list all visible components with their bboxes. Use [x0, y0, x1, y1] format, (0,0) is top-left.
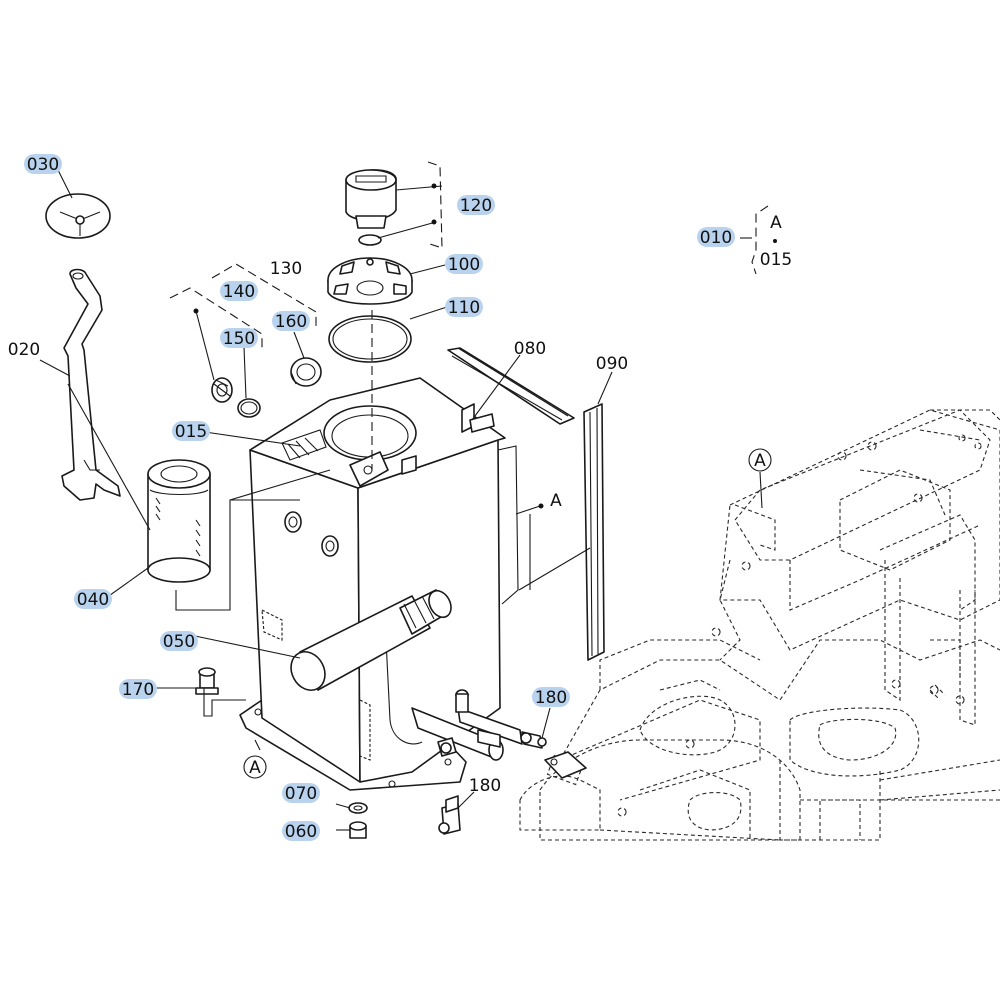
bracket-dots	[193, 183, 777, 509]
fitting-180-bottom	[438, 795, 461, 835]
label-080: 080	[514, 339, 546, 359]
label-180-bottom: 180	[469, 776, 501, 796]
gasket-110	[328, 315, 412, 363]
callout-040[interactable]: 040	[74, 589, 112, 610]
label-070: 070	[285, 784, 317, 804]
legend-010: A 015	[760, 213, 792, 270]
filter-040	[147, 459, 211, 583]
label-090: 090	[596, 354, 628, 374]
callout-100[interactable]: 100	[445, 254, 483, 275]
label-160: 160	[275, 312, 307, 332]
callout-090[interactable]: 090	[596, 354, 628, 374]
callout-180-bottom[interactable]: 180	[469, 776, 501, 796]
callout-015[interactable]: 015	[172, 421, 210, 442]
callout-150[interactable]: 150	[220, 328, 258, 349]
drain-plug-060	[349, 821, 367, 839]
callout-080[interactable]: 080	[514, 339, 546, 359]
filler-flange-100	[327, 257, 413, 305]
tractor-frame	[519, 409, 1000, 841]
ref-a-bottom: A	[249, 758, 261, 778]
callout-120[interactable]: 120	[457, 195, 495, 216]
cap-030	[45, 193, 111, 239]
drain-washer-070	[348, 802, 368, 814]
label-050: 050	[163, 632, 195, 652]
label-015: 015	[175, 422, 207, 442]
callout-110[interactable]: 110	[445, 297, 483, 318]
tank-bracket	[544, 751, 587, 779]
label-150: 150	[223, 329, 255, 349]
ref-a-frame-marker: A	[748, 448, 772, 472]
dipstick-020	[61, 268, 121, 501]
label-010: 010	[700, 228, 732, 248]
callout-180-right[interactable]: 180	[532, 687, 570, 708]
label-020: 020	[8, 340, 40, 360]
callout-170[interactable]: 170	[119, 679, 157, 700]
seal-160	[290, 357, 322, 387]
callout-140[interactable]: 140	[220, 281, 258, 302]
legend-ref-a: A	[770, 213, 782, 233]
label-030: 030	[27, 155, 59, 175]
callout-030[interactable]: 030	[24, 154, 62, 175]
rubber-strip-080	[447, 347, 575, 425]
leader-lines	[39, 169, 763, 831]
breather-cap-120	[345, 169, 397, 229]
callout-050[interactable]: 050	[160, 631, 198, 652]
rubber-strip-090	[583, 403, 605, 661]
callout-160[interactable]: 160	[272, 311, 310, 332]
bolt-170	[195, 667, 219, 695]
callout-060[interactable]: 060	[282, 821, 320, 842]
plug-140	[211, 377, 233, 403]
label-130: 130	[270, 259, 302, 279]
ref-a-bottom-marker: A	[243, 755, 267, 779]
return-pipes	[411, 689, 523, 761]
label-060: 060	[285, 822, 317, 842]
label-040: 040	[77, 590, 109, 610]
ref-a-side: A	[550, 491, 562, 511]
callout-130[interactable]: 130	[270, 259, 302, 279]
label-140: 140	[223, 282, 255, 302]
o-ring-150	[237, 398, 261, 418]
callout-070[interactable]: 070	[282, 783, 320, 804]
label-180-right: 180	[535, 688, 567, 708]
label-110: 110	[448, 298, 480, 318]
legend-sub-015: 015	[760, 250, 792, 270]
label-100: 100	[448, 255, 480, 275]
strainer-050	[290, 589, 452, 691]
callout-020[interactable]: 020	[8, 340, 40, 360]
label-170: 170	[122, 680, 154, 700]
label-120: 120	[460, 196, 492, 216]
assembly-brackets	[169, 161, 769, 470]
fitting-180-right	[520, 731, 547, 749]
o-ring-120	[358, 234, 382, 246]
callout-010[interactable]: 010	[697, 227, 735, 248]
ref-a-frame: A	[754, 451, 766, 471]
